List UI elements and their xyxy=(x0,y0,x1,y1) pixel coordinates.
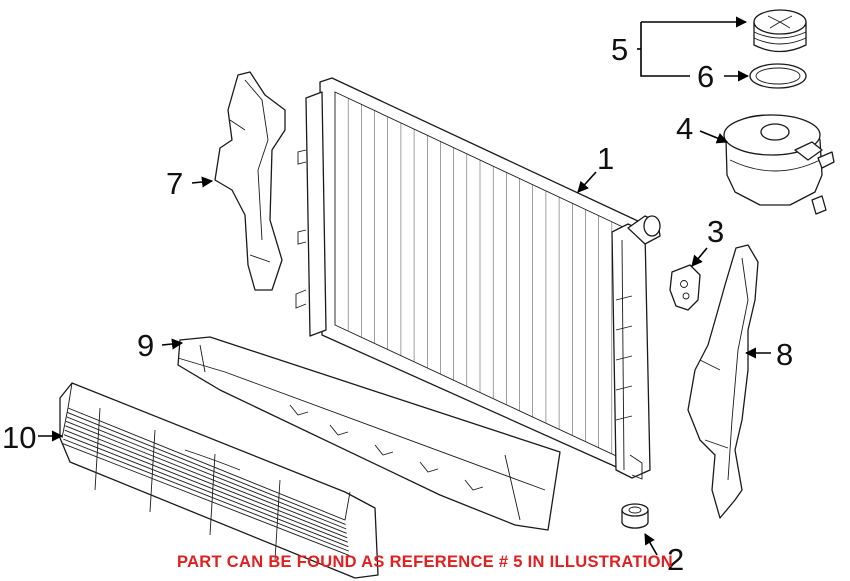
callout-2: 2 xyxy=(667,542,684,577)
part-9-air-deflector xyxy=(177,336,561,531)
callout-8: 8 xyxy=(776,337,793,372)
callout-7: 7 xyxy=(166,166,183,201)
part-7-left-air-guide xyxy=(214,71,286,291)
callout-9: 9 xyxy=(137,328,154,363)
part-10-air-shutter-grille xyxy=(59,382,379,579)
part-5-filler-cap xyxy=(753,9,807,53)
reference-notice: PART CAN BE FOUND AS REFERENCE # 5 IN IL… xyxy=(177,553,673,571)
part-1-radiator xyxy=(295,77,661,480)
callout-3: 3 xyxy=(707,214,724,249)
leader-lines xyxy=(38,16,771,556)
callout-1: 1 xyxy=(597,141,614,176)
callout-5: 5 xyxy=(611,32,628,67)
callout-6: 6 xyxy=(697,59,714,94)
callout-4: 4 xyxy=(676,111,693,146)
callout-10: 10 xyxy=(2,420,36,455)
part-3-bracket xyxy=(669,264,701,311)
part-2-grommet xyxy=(621,503,649,529)
part-6-o-ring xyxy=(749,63,807,89)
part-8-right-air-guide xyxy=(687,244,759,519)
part-4-expansion-tank xyxy=(723,114,835,215)
callout-numbers: 1 2 3 4 5 6 7 8 9 10 xyxy=(2,32,793,577)
